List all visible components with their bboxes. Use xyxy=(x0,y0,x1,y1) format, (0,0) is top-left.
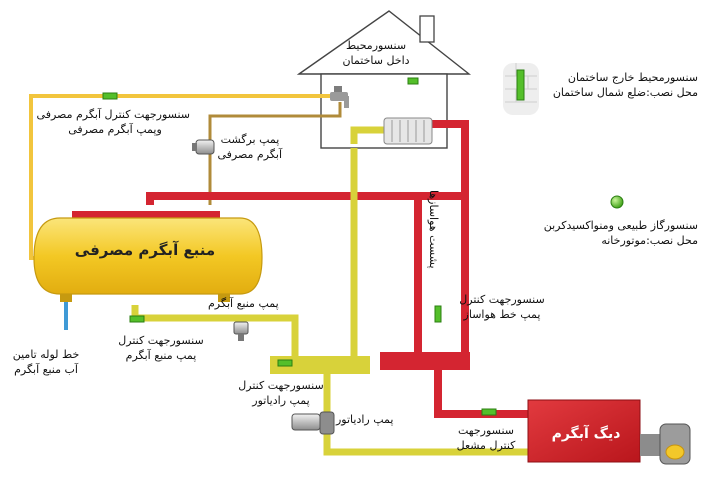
tank-pump-sensor-label: سنسورجهت کنترل پمپ منبع آبگرم xyxy=(112,333,210,363)
indoor-sensor[interactable] xyxy=(407,77,419,85)
tank-pump-label: پمپ منبع آبگرم xyxy=(208,297,279,310)
indoor-sensor-line2: داخل ساختمان xyxy=(342,54,410,67)
tank-pump-sensor[interactable] xyxy=(129,315,145,323)
vent-vertical-label: پشست هواسازها xyxy=(427,190,440,269)
indoor-sensor-line1: سنسورمحیط xyxy=(345,39,407,52)
tank-pump-sensor-line2: پمپ منبع آبگرم xyxy=(125,349,197,362)
radiator-sensor-line2: پمپ رادیاتور xyxy=(252,394,310,407)
supply-pipe-label: خط لوله تامین آب منبع آبگرم xyxy=(8,347,84,377)
outdoor-sensor-icon[interactable] xyxy=(503,63,539,115)
tank-red-band xyxy=(72,211,220,221)
gas-sensor-icon[interactable] xyxy=(610,195,624,209)
burner-sensor-line2: کنترل مشعل xyxy=(456,439,516,452)
burner-sensor-line1: سنسورجهت xyxy=(457,424,514,437)
return-pump-label: پمپ برگشت آبگرم مصرفی xyxy=(217,132,283,162)
air-handler-sensor[interactable] xyxy=(434,305,442,323)
radiator-sensor-line1: سنسورجهت کنترل xyxy=(238,379,324,392)
hot-supply-pipes xyxy=(146,120,530,418)
supply-pipe-line2: آب منبع آبگرم xyxy=(14,363,78,376)
faucet-icon xyxy=(330,86,349,108)
boiler xyxy=(527,399,691,465)
supply-pipe-line1: خط لوله تامین xyxy=(12,348,80,361)
air-handler-sensor-line1: سنسورجهت کنترل xyxy=(459,293,545,306)
outdoor-sensor-line2: محل نصب:ضلع شمال ساختمان xyxy=(552,86,698,99)
hot-header xyxy=(380,352,470,370)
dhw-control-sensor-line2: وپمپ آبگرم مصرفی xyxy=(68,123,162,136)
radiator-sensor[interactable] xyxy=(277,359,293,367)
gas-sensor-line2: محل نصب:موتورخانه xyxy=(601,234,698,247)
return-header xyxy=(270,356,370,374)
air-handler-sensor-label: سنسورجهت کنترل پمپ خط هواساز xyxy=(452,292,552,322)
return-dhw-pump-icon[interactable] xyxy=(192,139,215,155)
return-pump-line1: پمپ برگشت xyxy=(220,133,280,146)
dhw-control-sensor[interactable] xyxy=(102,92,118,100)
indoor-sensor-label: سنسورمحیط داخل ساختمان xyxy=(336,38,416,68)
return-pump-line2: آبگرم مصرفی xyxy=(217,148,283,161)
gas-sensor-line1: سنسورگاز طبیعی ومنواکسیدکربن xyxy=(543,219,698,232)
radiator-sensor-label: سنسورجهت کنترل پمپ رادیاتور xyxy=(232,378,330,408)
dhw-tank xyxy=(33,217,263,302)
boiler-label: دیگ آبگرم xyxy=(551,426,621,442)
dhw-return-pipe xyxy=(208,102,342,205)
burner-sensor[interactable] xyxy=(481,408,497,416)
tank-pump-icon[interactable] xyxy=(233,321,249,341)
burner-sensor-label: سنسورجهت کنترل مشعل xyxy=(446,423,526,453)
house-chimney xyxy=(419,15,435,43)
gas-sensor-label: سنسورگاز طبیعی ومنواکسیدکربن محل نصب:موت… xyxy=(544,218,698,248)
tank-label: منبع آبگرم مصرفی xyxy=(74,241,216,259)
dhw-control-sensor-line1: سنسورجهت کنترل آبگرم مصرفی xyxy=(36,108,190,121)
outdoor-sensor-label: سنسورمحیط خارج ساختمان محل نصب:ضلع شمال … xyxy=(553,70,698,100)
air-handler-sensor-line2: پمپ خط هواساز xyxy=(463,308,541,321)
radiator-pump-label: پمپ رادیاتور xyxy=(336,413,394,426)
tank-pump-sensor-line1: سنسورجهت کنترل xyxy=(118,334,204,347)
radiator xyxy=(383,117,433,145)
radiator-pump-icon[interactable] xyxy=(291,411,335,435)
dhw-control-sensor-label: سنسورجهت کنترل آبگرم مصرفی وپمپ آبگرم مص… xyxy=(36,107,190,137)
dhw-pipes xyxy=(29,94,338,260)
outdoor-sensor-line1: سنسورمحیط خارج ساختمان xyxy=(567,71,698,84)
